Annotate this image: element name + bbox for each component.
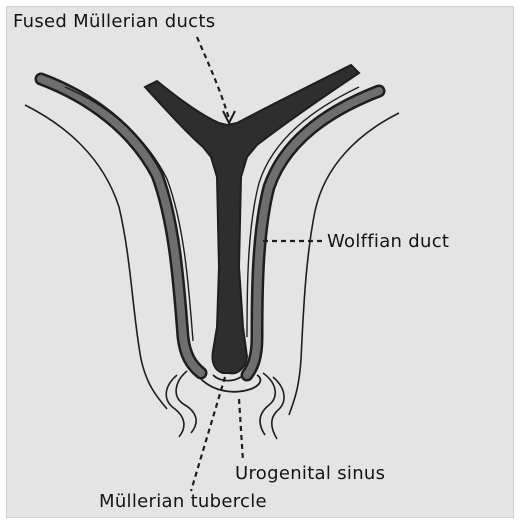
label-mullerian-tubercle: Müllerian tubercle xyxy=(99,491,267,512)
outer-contour-right xyxy=(289,113,399,415)
diagram-figure: Fused Müllerian ducts Wolffian duct Urog… xyxy=(6,6,514,518)
label-fused-mullerian-ducts: Fused Müllerian ducts xyxy=(13,11,215,32)
label-wolffian-duct: Wolffian duct xyxy=(327,231,449,252)
embryo-duct-diagram xyxy=(7,7,514,518)
urogenital-sinus-left-loop xyxy=(176,371,196,433)
mullerian-tubercle-bump xyxy=(213,375,241,381)
label-urogenital-sinus: Urogenital sinus xyxy=(235,463,385,484)
urogenital-sinus-right-loop xyxy=(260,373,275,435)
leader-fused-arrow xyxy=(223,111,235,123)
leader-sinus xyxy=(239,399,243,461)
urogenital-sinus-left-loop-2 xyxy=(166,375,184,437)
leader-fused xyxy=(197,37,229,119)
leader-tubercle xyxy=(191,377,225,491)
